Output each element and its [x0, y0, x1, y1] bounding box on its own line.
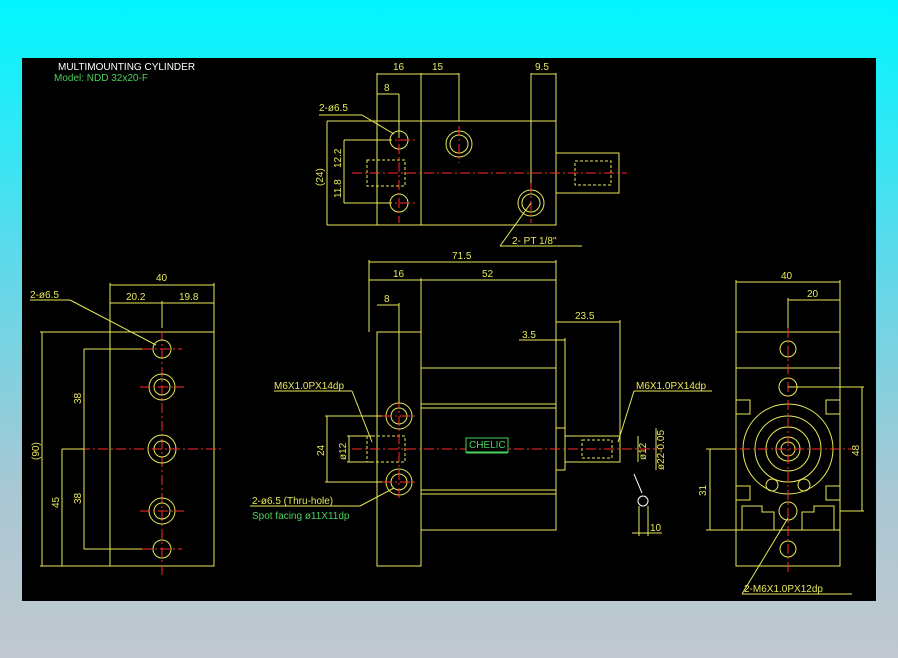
- dim-40: 40: [156, 273, 168, 284]
- dim-16: 16: [393, 62, 405, 73]
- dim-16: 16: [393, 269, 405, 280]
- cad-drawing: MULTIMOUNTING CYLINDER Model: NDD 32x20-…: [30, 62, 864, 595]
- dim-38: 38: [73, 392, 84, 404]
- dim-52: 52: [482, 269, 494, 280]
- dim-38: 38: [73, 492, 84, 504]
- dim-dia-12: ø12: [338, 442, 349, 460]
- dim-10: 10: [650, 523, 662, 534]
- logo-plate: [465, 437, 509, 453]
- callout-threads: 2-M6X1.0PX12dp: [744, 584, 823, 595]
- dim-3-5: 3.5: [522, 330, 536, 341]
- dim-9-5: 9.5: [535, 62, 549, 73]
- callout-holes-left: 2-ø6.5: [30, 290, 59, 301]
- dim-20-2: 20.2: [126, 292, 146, 303]
- drawing-title: MULTIMOUNTING CYLINDER: [58, 62, 195, 73]
- callout-thru-hole: 2-ø6.5 (Thru-hole): [252, 496, 333, 507]
- dim-23-5: 23.5: [575, 311, 595, 322]
- dim-8: 8: [384, 294, 390, 305]
- hole: [152, 339, 172, 359]
- dim-dia-12-rod: ø12: [638, 442, 649, 460]
- dim-dia-22: ø22-0.05: [656, 430, 667, 470]
- dim-12-2: 12.2: [333, 148, 344, 168]
- dim-20: 20: [807, 289, 819, 300]
- callout-m6-right: M6X1.0PX14dp: [636, 381, 706, 392]
- dim-24: 24: [316, 444, 327, 456]
- dim-24-ref: (24): [315, 168, 326, 186]
- dim-19-8: 19.8: [179, 292, 199, 303]
- top-view: 16 15 9.5 8 2-ø6.5 12.2 11.8 (24) 2- PT …: [315, 62, 627, 247]
- dim-71-5: 71.5: [452, 251, 472, 262]
- front-view: CHELIC 71.5 16 52 8 23.5 3.5 M6X1.0PX14d…: [250, 251, 712, 567]
- logo-text: CHELIC: [469, 440, 506, 451]
- dim-11-8: 11.8: [333, 179, 344, 198]
- cad-viewport[interactable]: MULTIMOUNTING CYLINDER Model: NDD 32x20-…: [22, 58, 876, 601]
- dim-45: 45: [51, 496, 62, 508]
- dim-31: 31: [698, 484, 709, 496]
- dim-8: 8: [384, 83, 390, 94]
- callout-spot-facing: Spot facing ø11X11dp: [252, 511, 350, 522]
- left-view: 40 20.2 19.8 2-ø6.5 (90) 38 38 45: [30, 273, 222, 578]
- callout-ports: 2- PT 1/8": [512, 236, 557, 247]
- callout-holes: 2-ø6.5: [319, 103, 348, 114]
- dim-90-ref: (90): [31, 442, 42, 460]
- dim-15: 15: [432, 62, 444, 73]
- dim-40: 40: [781, 271, 793, 282]
- dim-48: 48: [851, 444, 862, 456]
- model-label: Model: NDD 32x20-F: [54, 73, 148, 84]
- right-view: 40 20 48 31 2-M6X1.0PX12dp: [698, 271, 864, 595]
- callout-m6-left: M6X1.0PX14dp: [274, 381, 344, 392]
